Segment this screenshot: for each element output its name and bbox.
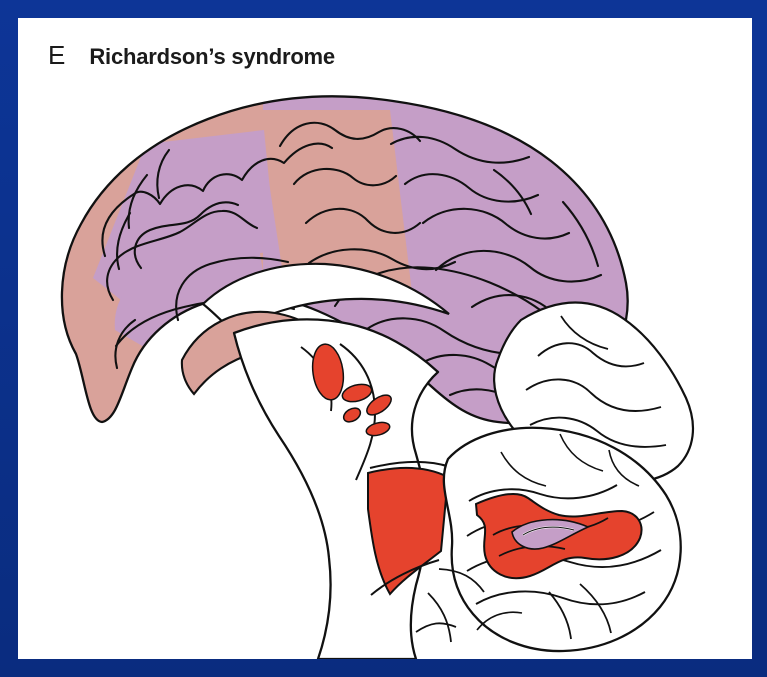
richardsons-syndrome-brain-illustration bbox=[18, 18, 752, 659]
illustration-panel: E Richardson’s syndrome bbox=[18, 18, 752, 659]
